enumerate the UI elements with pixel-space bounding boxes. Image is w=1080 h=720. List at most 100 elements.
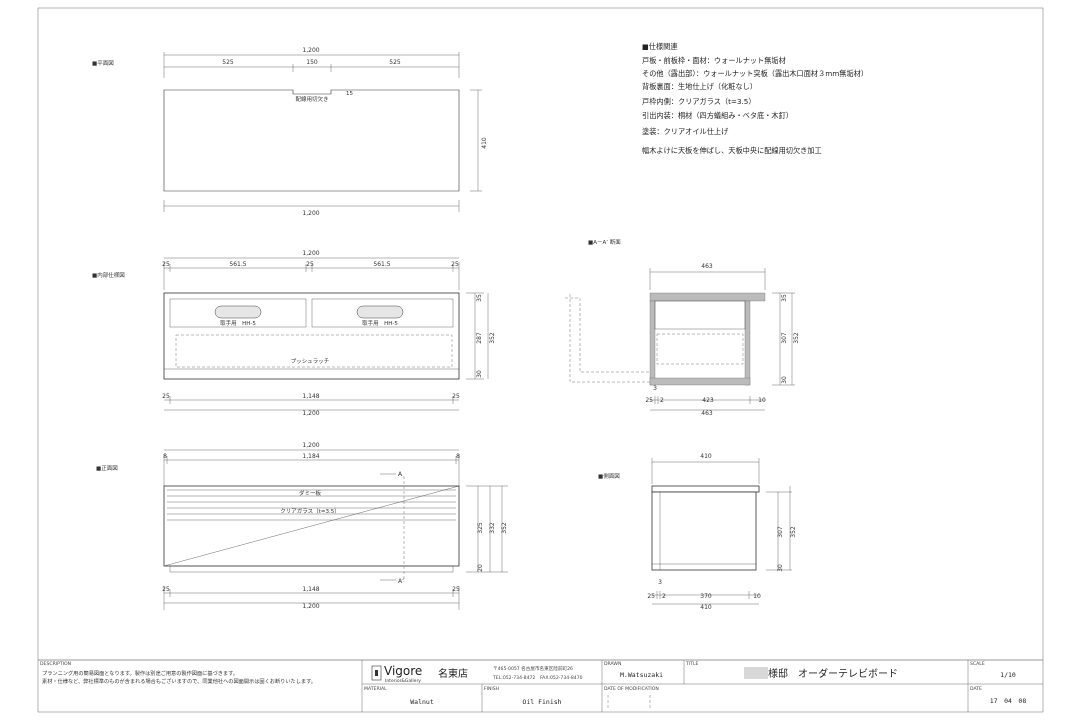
plan-view-label: ■平面図 (92, 60, 114, 67)
plan-notch-dim: 15 (346, 91, 353, 97)
title-title: TITLE (685, 661, 699, 667)
front-right-inner: 332 (489, 522, 496, 534)
plan-right-dim: 525 (389, 59, 401, 66)
side-right-inner: 307 (777, 526, 784, 538)
store-phone: TEL:052-734-8472 FAX:052-734-8470 (492, 675, 583, 681)
internal-right-dim-2: 287 (476, 332, 483, 344)
front-bottom-seg-3: 25 (452, 586, 460, 593)
section-front-panel (649, 300, 656, 386)
internal-view: ■内部仕様図 1,200 25 561.5 25 561.5 25 取手用 HH… (92, 250, 496, 417)
side-bottom-seg-2: 2 (662, 593, 666, 600)
store-name: 名東店 (438, 667, 468, 680)
internal-total-dim: 1,200 (302, 250, 319, 257)
plan-total-dim: 1,200 (302, 47, 319, 54)
spec-line: 引出内装：桐材（四方蟻組み・ベタ底・木釘） (642, 111, 793, 120)
internal-lower-compartment (175, 334, 453, 368)
section-top-dim: 463 (701, 263, 713, 270)
internal-right-dim-1: 35 (476, 294, 483, 302)
brand-sub: Interior&Gallery (385, 678, 421, 684)
client-name-redaction (744, 667, 768, 679)
section-right-dim-1: 35 (781, 294, 788, 302)
section-drawer-pullout-2 (565, 297, 650, 373)
section-bottom-seg-2: 2 (660, 397, 664, 404)
vigore-logo-icon (371, 665, 382, 681)
section-small-dim: 3 (653, 385, 657, 392)
spec-line: その他（露出部）：ウォールナット突板（露出木口面材３mm無垢材） (642, 69, 868, 78)
front-view-label: ■正面図 (96, 465, 118, 472)
side-top-dim: 410 (700, 453, 712, 460)
section-drawer (654, 300, 746, 330)
section-drawer-pullout (569, 294, 650, 383)
side-view-label: ■側面図 (598, 472, 620, 480)
internal-bottom-total: 1,200 (302, 410, 319, 417)
handle-note-left: 取手用 HH-5 (220, 319, 256, 327)
section-view: ■A－A’ 断面 463 35 307 30 352 3 25 2 423 10… (565, 238, 800, 417)
internal-seg-5: 25 (451, 261, 459, 268)
internal-bottom-seg-1: 25 (162, 393, 170, 400)
front-diagonal (163, 485, 460, 567)
spec-line: 背板裏面：生地仕上げ（化粧なし） (642, 82, 757, 91)
side-small-dim: 3 (658, 579, 662, 586)
spec-notes: ■仕様関連 戸板・前板枠・面材：ウォールナット無垢材 その他（露出部）：ウォール… (642, 42, 868, 155)
front-right-total: 352 (501, 522, 508, 534)
material-title: MATERIAL (364, 686, 387, 692)
scale-title: SCALE (970, 661, 985, 667)
section-bottom-total: 463 (701, 410, 713, 417)
description-title: DESCRIPTION (40, 661, 71, 667)
plan-left-dim: 525 (222, 59, 234, 66)
side-right-total: 352 (790, 526, 797, 538)
side-view: ■側面図 410 307 352 30 3 25 2 370 10 410 (598, 453, 797, 611)
section-view-label: ■A－A’ 断面 (588, 238, 621, 246)
internal-right-total: 352 (489, 332, 496, 344)
material-value: Walnut (410, 698, 434, 706)
date-title: DATE (970, 686, 982, 692)
sheet-border (37, 7, 1044, 713)
section-bottom-panel (649, 377, 751, 386)
cut-label-a2: A’ (398, 578, 404, 585)
plan-notch-note: 配線用切欠き (295, 95, 328, 103)
section-back-panel (744, 300, 751, 386)
front-bottom-seg-2: 1,148 (302, 586, 319, 593)
spec-heading: ■仕様関連 (642, 42, 678, 51)
plan-mid-dim: 150 (306, 59, 318, 66)
section-lower-space (656, 333, 744, 365)
internal-bottom-seg-3: 25 (452, 393, 460, 400)
side-body (651, 491, 757, 571)
front-view: ■正面図 1,200 8 1,184 8 ダミー板 クリアガラス（t=3.5） … (96, 442, 508, 610)
front-total-dim: 1,200 (302, 442, 319, 449)
spec-line: 幅木よけに天板を伸ばし、天板中央に配線用切欠き加工 (642, 146, 822, 155)
cut-label-a: A (398, 471, 403, 478)
drawer-handle-left (214, 305, 262, 319)
side-bottom-seg-3: 370 (700, 593, 712, 600)
internal-seg-2: 561.5 (229, 261, 246, 268)
side-bottom-seg-1: 25 (647, 593, 655, 600)
side-bottom-total: 410 (700, 604, 712, 611)
vigore-logo-mark (375, 670, 378, 676)
internal-drawer-left (169, 298, 307, 328)
glass-label: クリアガラス（t=3.5） (280, 507, 339, 515)
section-bottom-seg-4: 10 (758, 397, 766, 404)
internal-view-label: ■内部仕様図 (92, 271, 125, 279)
front-plinth (169, 565, 454, 573)
side-top-panel (651, 485, 760, 493)
store-address: 〒465-0057 名古屋市名東区陸前町26 (493, 665, 573, 672)
date-value: 17 04 08 (990, 697, 1027, 705)
section-bottom-seg-1: 25 (645, 397, 653, 404)
finish-value: Oil Finish (522, 698, 561, 706)
side-right-bottom: 30 (777, 564, 784, 572)
section-right-dim-3: 30 (781, 376, 788, 384)
title-block: DESCRIPTION プランニング用の簡易図面となります。製作は別途ご用意の製… (38, 659, 1043, 712)
drawer-handle-right (356, 305, 404, 319)
section-bottom-seg-3: 423 (702, 397, 714, 404)
internal-seg-3: 25 (306, 261, 314, 268)
front-seg-3: 8 (456, 453, 460, 460)
internal-drawer-right (311, 298, 454, 328)
front-bottom-seg-1: 25 (162, 586, 170, 593)
internal-seg-4: 561.5 (373, 261, 390, 268)
front-right-dim-1: 325 (477, 522, 484, 534)
description-line: プランニング用の簡易図面となります。製作は別途ご用意の製作図面に基づきます。 (42, 669, 238, 677)
front-seg-2: 1,184 (302, 453, 319, 460)
push-latch-note: プッシュラッチ (291, 358, 330, 365)
drawn-value: M.Watsuzaki (620, 671, 663, 679)
spec-line: 戸板・前板枠・面材：ウォールナット無垢材 (642, 56, 786, 65)
